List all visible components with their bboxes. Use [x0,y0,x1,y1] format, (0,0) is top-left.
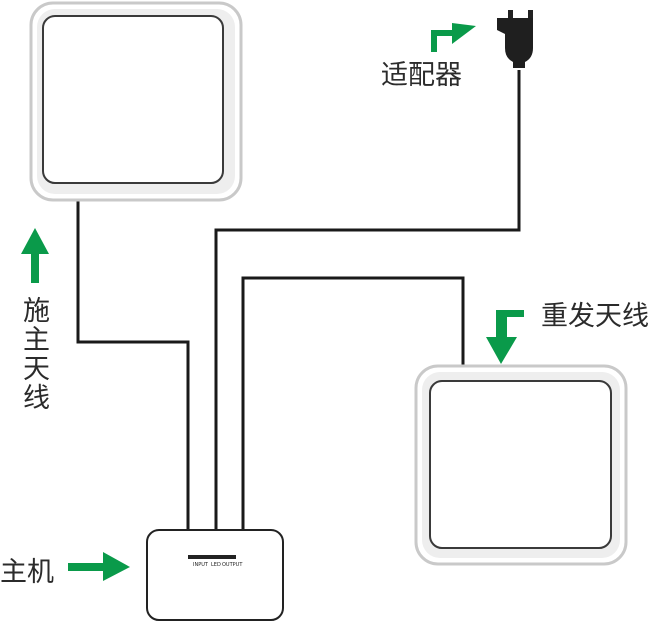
host-label: 主机 [0,557,54,588]
port-label-input: INPUT [193,562,209,568]
cable-relay-antenna [241,276,465,531]
cable-adapter [214,70,521,531]
arrow-icon [426,23,476,52]
cables [76,70,521,531]
port-label-led: LED [211,562,221,568]
host-port-slot [188,555,236,559]
adapter-label: 适配器 [381,60,462,91]
host-unit: INPUT LED OUTPUT [146,529,284,621]
arrow-icon [21,228,49,283]
relay-antenna-label: 重发天线 [541,301,649,332]
power-adapter-icon [497,10,533,68]
arrows [21,23,524,581]
main-antenna-label: 施主天线 [18,296,49,412]
arrow-icon [486,310,524,364]
arrow-icon [68,552,130,581]
cable-main-antenna [76,199,190,531]
main-antenna [29,1,243,202]
port-label-output: OUTPUT [222,562,243,568]
relay-antenna [414,364,628,566]
